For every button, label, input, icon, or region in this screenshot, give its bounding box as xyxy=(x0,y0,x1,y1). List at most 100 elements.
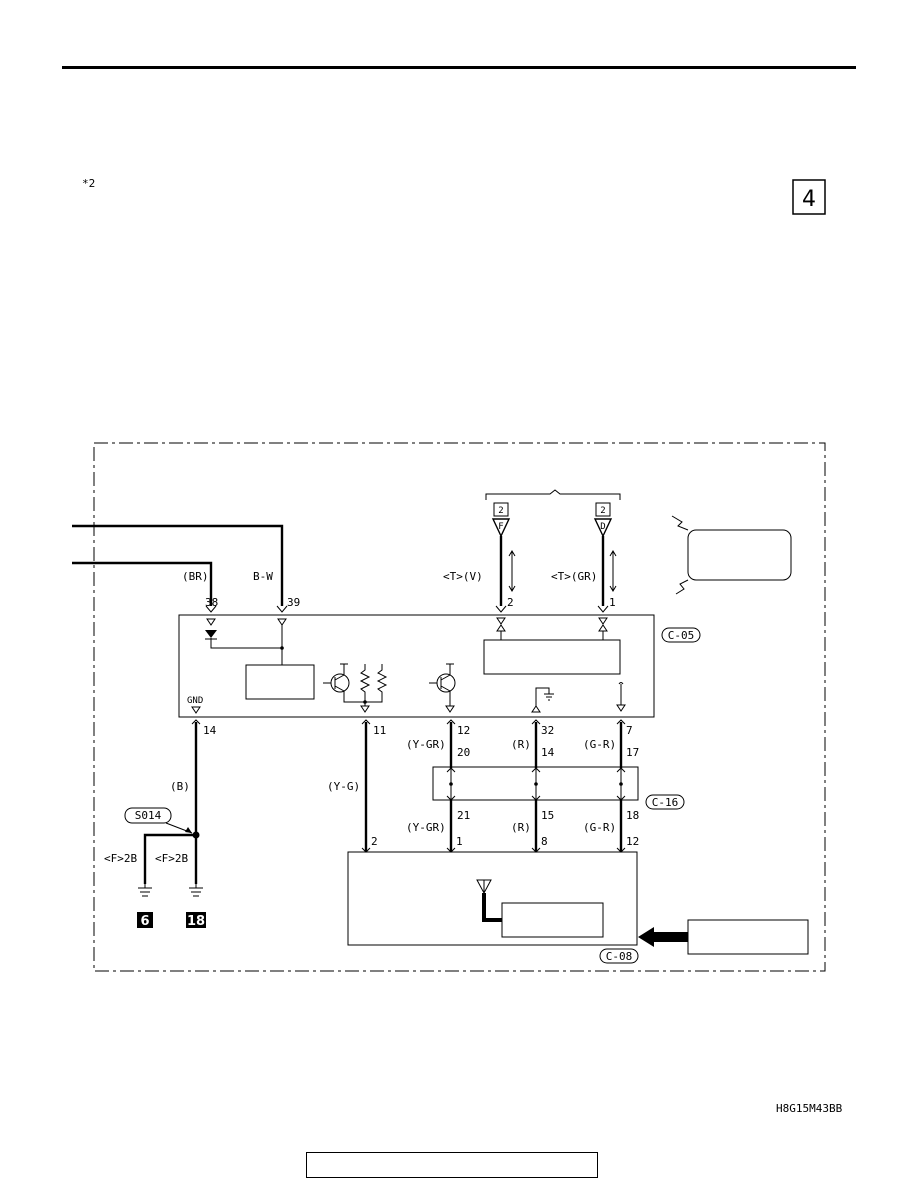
gnd-terminal xyxy=(191,706,201,714)
input-arrow xyxy=(638,927,688,947)
wire-v-label: <T>(V) xyxy=(443,570,483,583)
c08-pin-1: 1 xyxy=(456,835,463,848)
antenna-symbol xyxy=(476,879,492,895)
bottom-pin-arrows xyxy=(191,719,626,725)
wireless-signal-top xyxy=(671,515,689,531)
c05-module xyxy=(178,614,655,718)
pin-7: 7 xyxy=(626,724,633,737)
pin-1-arrow xyxy=(597,605,609,613)
wire-b-branch xyxy=(143,833,196,884)
diode-symbol xyxy=(205,630,217,638)
transistor-2 xyxy=(429,663,456,713)
gnd-label: GND xyxy=(187,696,203,706)
transceiver-block xyxy=(483,639,621,675)
c16-dot-1 xyxy=(449,782,453,786)
terminal-f-badge: 2 xyxy=(498,506,503,516)
c08-pin-8: 8 xyxy=(541,835,548,848)
junction-39 xyxy=(280,646,284,650)
pin-32: 32 xyxy=(541,724,554,737)
pin-2-arrow xyxy=(495,605,507,613)
c05-in-39 xyxy=(277,618,287,665)
page-badge: 4 xyxy=(792,179,826,215)
receiver-block xyxy=(501,902,604,938)
wire-ygr-top-label: (Y-GR) xyxy=(406,738,446,751)
c16-dot-3 xyxy=(619,782,623,786)
wire-br-feed xyxy=(72,561,213,606)
page-badge-number: 4 xyxy=(802,187,816,212)
wire-yg-label: (Y-G) xyxy=(327,780,360,793)
ground-point-18: 18 xyxy=(186,912,206,929)
ground-32-symbol xyxy=(535,687,554,706)
antenna-lead xyxy=(482,893,502,922)
c08-label: C-08 xyxy=(606,950,633,963)
c16-connector-label: C-16 xyxy=(645,794,685,810)
pin-38: 38 xyxy=(205,596,218,609)
ground-symbol-right xyxy=(189,884,203,897)
terminal-d: 2 D xyxy=(593,502,613,538)
c05-in-2 xyxy=(496,617,506,640)
pin-11: 11 xyxy=(373,724,386,737)
pin-14: 14 xyxy=(203,724,217,737)
ground-point-6: 6 xyxy=(137,912,153,929)
c16-pin-20: 20 xyxy=(457,746,470,759)
c05-out-32 xyxy=(531,705,541,713)
footer-box xyxy=(306,1152,598,1178)
image-code: H8G15M43BB xyxy=(776,1102,843,1115)
ground-code-left: <F>2B xyxy=(104,852,137,865)
c05-connector-label: C-05 xyxy=(661,627,701,643)
c05-in-1 xyxy=(598,617,608,640)
wire-bw-label: B-W xyxy=(253,570,273,583)
c16-pin-14: 14 xyxy=(541,746,555,759)
c08-connector-label: C-08 xyxy=(599,948,639,964)
pin-39-arrow xyxy=(276,605,288,613)
c08-pin-2: 2 xyxy=(371,835,378,848)
wireless-signal-bottom xyxy=(675,579,689,595)
header-rule xyxy=(62,66,856,69)
terminal-d-letter: D xyxy=(600,522,605,532)
pin-1-top: 1 xyxy=(609,596,616,609)
signal-arrow-v xyxy=(508,550,516,592)
res-out xyxy=(360,702,370,713)
ground-18-label: 18 xyxy=(187,914,205,929)
terminal-d-badge: 2 xyxy=(600,506,605,516)
diagram-boundary xyxy=(93,442,826,972)
c05-in-38 xyxy=(206,618,216,626)
power-block xyxy=(245,664,315,700)
wireless-device xyxy=(687,529,792,581)
wire-gr-bottom-label: (G-R) xyxy=(583,821,616,834)
diode-bar xyxy=(205,638,282,649)
external-input-box xyxy=(687,919,809,955)
c05-out-7 xyxy=(616,682,626,712)
transistor-1 xyxy=(323,663,365,703)
splice-s014: S014 xyxy=(124,807,193,834)
terminal-f: 2 F xyxy=(491,502,511,538)
c16-pin-15: 15 xyxy=(541,809,554,822)
c16-pin-17: 17 xyxy=(626,746,639,759)
ground-symbol-left xyxy=(138,884,152,897)
pin-12: 12 xyxy=(457,724,470,737)
wire-gr-label: <T>(GR) xyxy=(551,570,597,583)
c16-pin-21: 21 xyxy=(457,809,470,822)
wire-gr-top-label: (G-R) xyxy=(583,738,616,751)
c16-pin-18: 18 xyxy=(626,809,639,822)
resistor-1 xyxy=(359,664,371,702)
top-brace xyxy=(485,489,621,500)
ground-code-right: <F>2B xyxy=(155,852,188,865)
splice-label: S014 xyxy=(135,809,162,822)
ground-6-label: 6 xyxy=(140,914,149,929)
c05-label: C-05 xyxy=(668,629,695,642)
note-mark: *2 xyxy=(82,177,95,190)
pin-2-top: 2 xyxy=(507,596,514,609)
c08-module xyxy=(347,851,638,946)
c16-label: C-16 xyxy=(652,796,679,809)
wire-br-label: (BR) xyxy=(182,570,209,583)
wire-r-top-label: (R) xyxy=(511,738,531,751)
wire-r-bottom-label: (R) xyxy=(511,821,531,834)
terminal-f-letter: F xyxy=(498,522,503,532)
pin-38-arrow xyxy=(205,605,217,613)
wire-b-label: (B) xyxy=(170,780,190,793)
pin-39: 39 xyxy=(287,596,300,609)
c08-pin-12: 12 xyxy=(626,835,639,848)
